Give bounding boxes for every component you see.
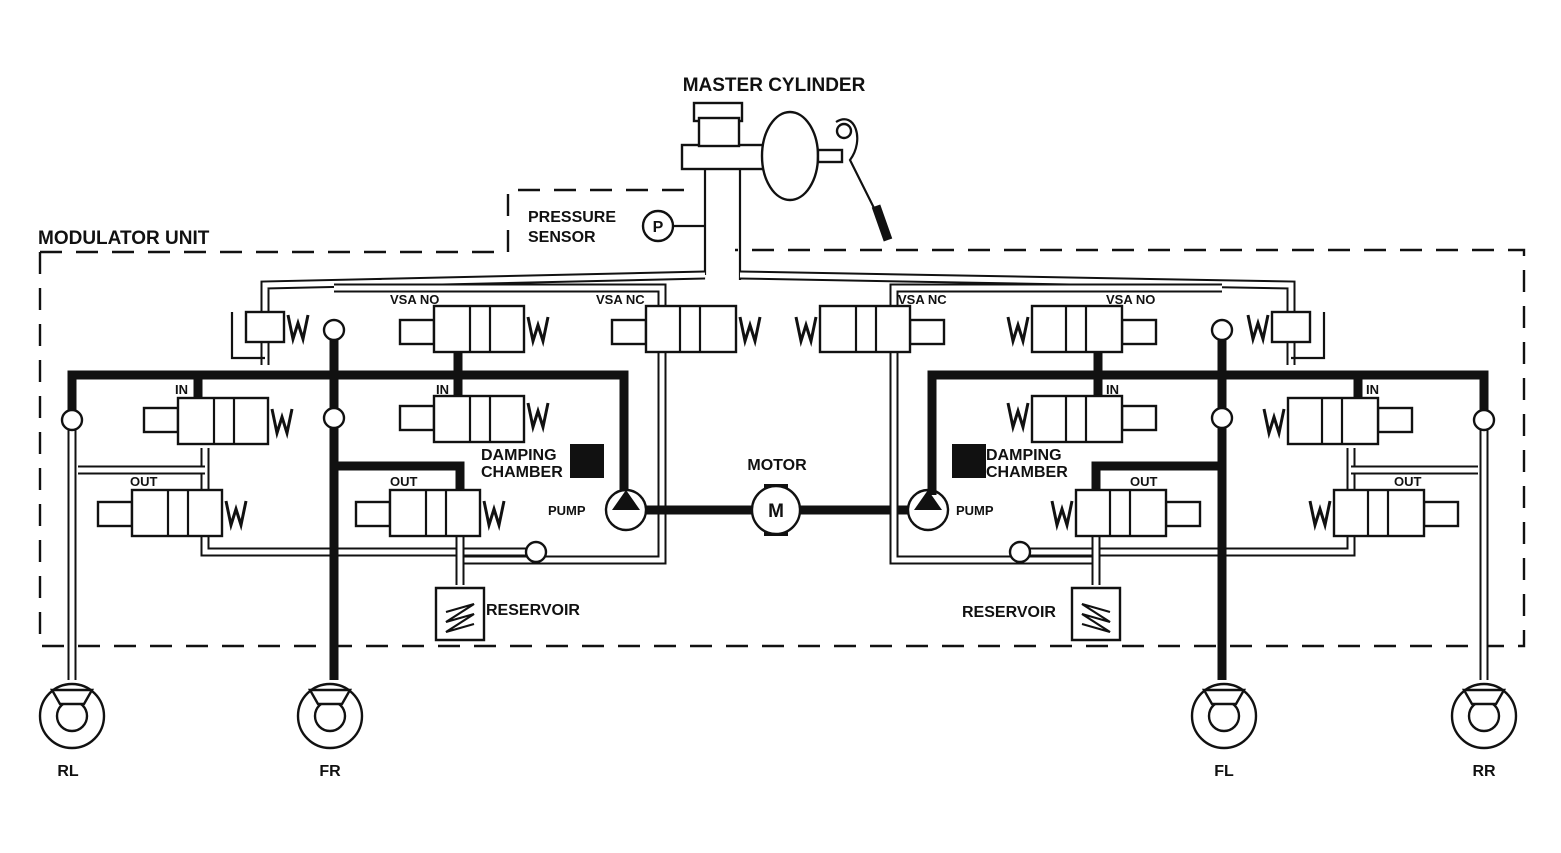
valve-spring xyxy=(526,316,550,347)
valve-spring xyxy=(1308,500,1332,531)
valve-spring xyxy=(286,314,310,345)
master-cylinder xyxy=(680,101,893,280)
right-circuit xyxy=(739,270,1496,680)
valve-spring xyxy=(738,316,762,347)
reservoir-label-right: RESERVOIR xyxy=(962,604,1056,621)
valve-spring xyxy=(1006,316,1030,347)
valve-spring xyxy=(482,500,506,531)
wheel-label-rl: RL xyxy=(57,763,79,780)
vsa-no-label-left: VSA NO xyxy=(390,292,439,307)
modulator-unit-label: MODULATOR UNIT xyxy=(38,228,210,249)
motor-symbol: M xyxy=(768,501,784,522)
pressure-sensor xyxy=(641,209,705,243)
valve-spring xyxy=(1262,408,1286,439)
wheel-brake-fl xyxy=(1190,682,1258,750)
pressure-symbol: P xyxy=(653,219,664,236)
damping-label-right-1: DAMPING xyxy=(986,447,1062,464)
vsa-nc-label-left: VSA NC xyxy=(596,292,645,307)
out-label-fr: OUT xyxy=(390,474,418,489)
wheel-brake-rr xyxy=(1450,682,1518,750)
reservoir-label-left: RESERVOIR xyxy=(486,602,580,619)
damping-label-left-2: CHAMBER xyxy=(481,464,563,481)
damping-label-right-2: CHAMBER xyxy=(986,464,1068,481)
valve-spring xyxy=(526,402,550,433)
out-label-rl: OUT xyxy=(130,474,158,489)
wheel-label-fr: FR xyxy=(319,763,341,780)
wheel-brake-fr xyxy=(296,682,364,750)
out-label-rr: OUT xyxy=(1394,474,1422,489)
in-label-rl: IN xyxy=(175,382,188,397)
left-circuit xyxy=(60,270,738,680)
valve-spring xyxy=(1050,500,1074,531)
out-label-fl: OUT xyxy=(1130,474,1158,489)
pump-label-right: PUMP xyxy=(956,503,994,518)
valve-spring xyxy=(224,500,248,531)
damping-label-left-1: DAMPING xyxy=(481,447,557,464)
valve-spring xyxy=(270,408,294,439)
pump-label-left: PUMP xyxy=(548,503,586,518)
pressure-label-line2: SENSOR xyxy=(528,229,596,246)
wheel-label-rr: RR xyxy=(1472,763,1496,780)
valve-spring xyxy=(1246,314,1270,345)
modulator-unit-boundary xyxy=(38,188,1526,648)
valve-spring xyxy=(1006,402,1030,433)
motor xyxy=(646,484,908,536)
in-label-fr: IN xyxy=(436,382,449,397)
motor-label: MOTOR xyxy=(747,457,807,474)
pump-left xyxy=(604,488,648,532)
in-label-rr: IN xyxy=(1366,382,1379,397)
master-cylinder-label: MASTER CYLINDER xyxy=(683,75,866,96)
pump-right xyxy=(906,488,950,532)
wheel-label-fl: FL xyxy=(1214,763,1234,780)
in-label-fl: IN xyxy=(1106,382,1119,397)
vsa-no-label-right: VSA NO xyxy=(1106,292,1155,307)
vsa-nc-label-right: VSA NC xyxy=(898,292,947,307)
valve-spring xyxy=(794,316,818,347)
pressure-label-line1: PRESSURE xyxy=(528,209,616,226)
wheel-brake-rl xyxy=(38,682,106,750)
